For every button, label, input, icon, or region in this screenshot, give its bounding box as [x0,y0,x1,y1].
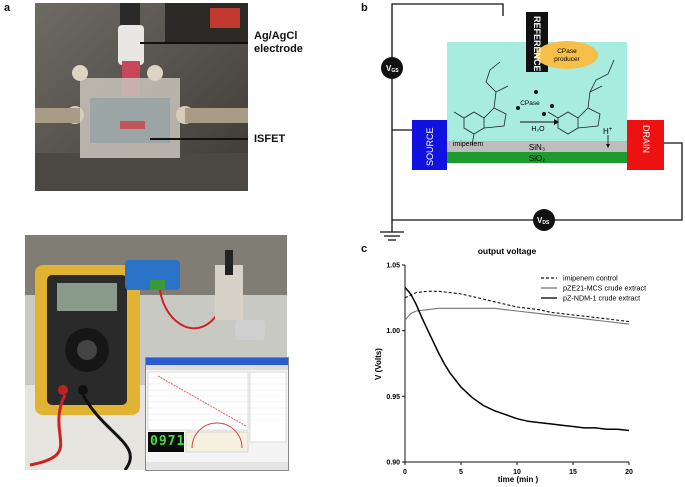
series-line-3 [404,286,630,432]
vgs-label: VGS [386,64,399,74]
cpase-producer-ellipse [536,41,598,69]
x-tick-label: 0 [403,469,407,476]
y-tick-label: 1.05 [386,263,400,270]
source-label: SOURCE [425,127,435,166]
x-axis-label: time (min ) [498,475,539,484]
x-tick-label: 20 [625,469,633,476]
isfet-label: ISFET [254,133,286,145]
sin-label: SiN₃ [529,143,545,152]
electrode-label-line1: Ag/AgCl [254,30,298,42]
y-tick-label: 0.95 [386,394,400,401]
software-screenshot-inset [145,357,289,471]
electrode-label-line2: electrode [254,43,303,55]
panel-c-letter: c [361,243,368,255]
y-tick-label: 0.90 [386,460,400,467]
imipenem-label: imipenem [453,141,484,148]
series-line-2 [404,307,630,325]
vds-source-symbol [533,209,555,231]
sin-layer [447,141,627,152]
output-voltage-chart: output voltage V (Volts) time (min ) 0 5 1… [374,246,646,484]
h2o-label: H₂O [531,126,545,133]
hplus-label: H+ [603,127,613,136]
legend-label-1: imipenem control [563,274,618,283]
electrode-pointer-line [140,42,248,44]
legend-label-3: pZ-NDM-1 crude extract [563,294,640,303]
panel-a-letter: a [4,2,11,14]
sio-label: SiO₂ [529,154,545,163]
isfet-device-photo [35,3,248,191]
source-block [412,120,447,170]
reference-label: REFERENCE [532,16,542,72]
series-line-1 [404,290,630,323]
x-tick-label: 10 [513,469,521,476]
cpase-producer-label-1: CPase [557,48,577,55]
vgs-source-symbol [381,57,403,79]
drain-block [627,120,664,170]
electrode-label: Ag/AgCl electrode [254,30,303,56]
digital-readout: 0971 [150,434,186,449]
vds-label: VDS [537,216,550,226]
y-axis-label: V (Volts) [374,348,383,380]
isfet-schematic: REFERENCE SOURCE DRAIN VGS VDS CPase pro… [380,3,683,241]
x-tick-label: 5 [459,469,463,476]
isfet-pointer-line [150,138,248,140]
legend-label-2: pZE21-MCS crude extract [563,284,646,293]
y-tick-label: 1.00 [386,328,400,335]
sio-layer [447,152,627,163]
cpase-producer-label-2: producer [554,56,580,63]
chart-title: output voltage [478,246,537,256]
cpase-label: CPase [520,100,540,107]
x-tick-label: 15 [569,469,577,476]
panel-b-letter: b [361,2,368,14]
drain-label: DRAIN [641,125,651,153]
